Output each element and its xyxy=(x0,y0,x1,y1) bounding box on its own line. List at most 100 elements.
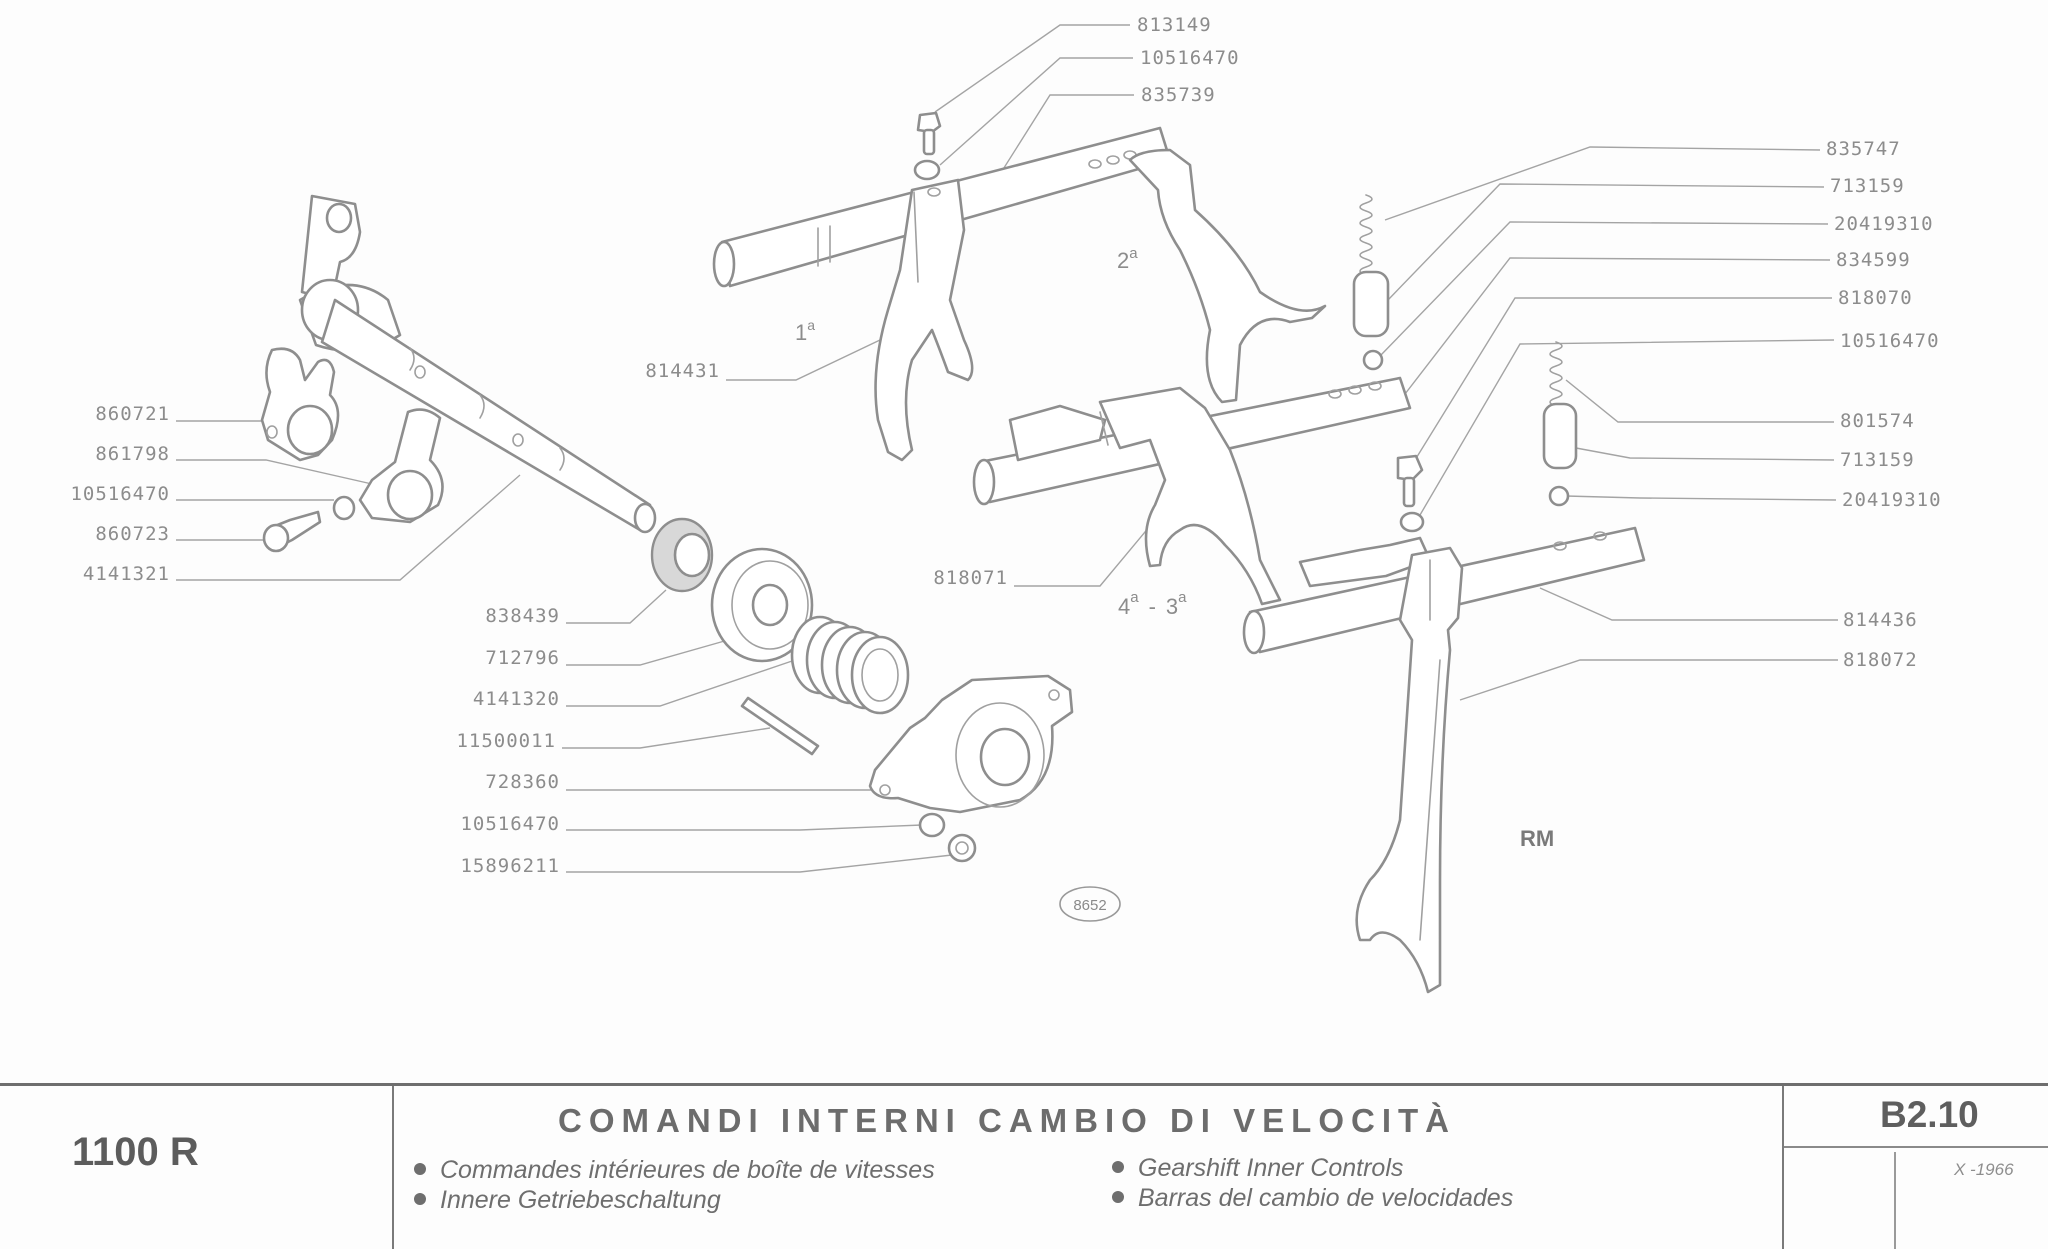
part-label: 813149 xyxy=(1137,14,1212,36)
part-label: 11500011 xyxy=(456,730,556,752)
part-label: 860721 xyxy=(95,403,170,425)
part-label: 10516470 xyxy=(1840,330,1940,352)
part-label: 834599 xyxy=(1836,249,1911,271)
divider xyxy=(1894,1152,1896,1249)
part-label: 814431 xyxy=(645,360,720,382)
gear-label-second: 2a xyxy=(1117,245,1138,273)
part-label: 713159 xyxy=(1840,449,1915,471)
subtitle-french: Commandes intérieures de boîte de vitess… xyxy=(414,1156,935,1185)
drawing-number: 8652 xyxy=(1073,897,1106,914)
subtitle-text: Gearshift Inner Controls xyxy=(1138,1154,1404,1182)
subtitle-spanish: Barras del cambio de velocidades xyxy=(1112,1184,1513,1213)
leader-line xyxy=(1539,587,1838,621)
bullet-icon xyxy=(1112,1191,1124,1204)
leader-line xyxy=(562,727,771,749)
leader-line xyxy=(1565,379,1834,423)
exploded-parts-diagram: 813149 10516470 835739 835747 713159 204… xyxy=(70,14,1942,994)
subtitle-text: Innere Getriebeschaltung xyxy=(440,1186,721,1214)
part-housing-728360 xyxy=(868,674,1074,814)
leader-line xyxy=(726,339,881,381)
part-washer-10516470-right xyxy=(1399,511,1425,533)
leader-line xyxy=(934,24,1130,113)
plate-code: B2.10 xyxy=(1880,1094,1979,1135)
bullet-icon xyxy=(414,1163,426,1176)
part-bolt-813149 xyxy=(916,111,942,156)
part-label: 801574 xyxy=(1840,410,1915,432)
leader-line xyxy=(566,659,796,707)
plate-date: X -1966 xyxy=(1954,1160,2014,1179)
part-stud-11500011 xyxy=(740,696,820,756)
divider xyxy=(1784,1146,2048,1148)
part-bolt-860723 xyxy=(262,510,322,553)
leader-line xyxy=(1459,659,1838,701)
model-name: 1100 R xyxy=(72,1130,199,1174)
part-spring-4141320 xyxy=(790,615,910,715)
part-fork-third-fourth-818071 xyxy=(1008,386,1282,606)
part-label: 860723 xyxy=(95,523,170,545)
part-fork-reverse-818072 xyxy=(1298,536,1464,994)
part-label: 4141321 xyxy=(83,563,170,585)
title-block: 1100 R COMANDI INTERNI CAMBIO DI VELOCIT… xyxy=(0,1083,2048,1249)
leader-line xyxy=(1404,257,1831,395)
title-cell: COMANDI INTERNI CAMBIO DI VELOCITÀ Comma… xyxy=(394,1086,1780,1249)
part-label: 835747 xyxy=(1826,138,1901,160)
part-label: 4141320 xyxy=(473,688,560,710)
part-label: 20419310 xyxy=(1842,489,1942,511)
part-fork-second-835747 xyxy=(1128,148,1327,404)
part-lever-860721 xyxy=(260,347,340,462)
leader-line xyxy=(1014,519,1156,587)
subtitle-text: Barras del cambio de velocidades xyxy=(1138,1184,1514,1212)
subtitle-text: Commandes intérieures de boîte de vitess… xyxy=(440,1156,935,1184)
part-spring-835747 xyxy=(1359,194,1373,284)
part-ball-20419310-lower xyxy=(1548,485,1570,507)
part-label: 20419310 xyxy=(1834,213,1934,235)
part-label: 15896211 xyxy=(460,855,560,877)
leader-line xyxy=(566,639,729,666)
part-label: 861798 xyxy=(95,443,170,465)
part-number-labels: 813149 10516470 835739 835747 713159 204… xyxy=(70,14,1942,877)
bullet-icon xyxy=(1112,1161,1124,1174)
subtitle-english: Gearshift Inner Controls xyxy=(1112,1154,1403,1183)
leader-line xyxy=(176,459,373,485)
part-label: 713159 xyxy=(1830,175,1905,197)
leader-line xyxy=(1387,183,1825,301)
bullet-icon xyxy=(414,1193,426,1206)
leader-line xyxy=(1384,146,1821,221)
part-washer-10516470-center xyxy=(918,812,946,838)
leader-line xyxy=(939,57,1133,166)
part-label: 10516470 xyxy=(460,813,560,835)
part-ball-20419310-upper xyxy=(1362,349,1384,371)
leader-line xyxy=(1565,495,1837,501)
leader-line xyxy=(1379,221,1829,357)
part-cup-712796 xyxy=(710,547,814,663)
part-washer-10516470-top xyxy=(913,159,941,181)
part-label: 728360 xyxy=(485,771,560,793)
leader-line xyxy=(176,474,521,581)
part-label: 818070 xyxy=(1838,287,1913,309)
gear-label-third-fourth: 4a-3a xyxy=(1118,589,1187,619)
part-nut-15896211 xyxy=(947,833,977,863)
part-label: 10516470 xyxy=(70,483,170,505)
part-label: 10516470 xyxy=(1140,47,1240,69)
part-label: 712796 xyxy=(485,647,560,669)
part-label: 814436 xyxy=(1843,609,1918,631)
leader-line xyxy=(566,854,953,873)
plate-title: COMANDI INTERNI CAMBIO DI VELOCITÀ xyxy=(558,1102,1456,1139)
part-lock-washer-10516470-left xyxy=(332,495,356,521)
part-label: 818071 xyxy=(933,567,1008,589)
gear-labels: 1a 2a 4a-3a RM xyxy=(795,245,1554,851)
part-label: 835739 xyxy=(1141,84,1216,106)
drawing-number-badge: 8652 xyxy=(1059,886,1121,922)
part-label: 818072 xyxy=(1843,649,1918,671)
part-lever-861798 xyxy=(358,408,444,524)
part-selector-shaft-4141321 xyxy=(298,194,657,534)
part-plunger-713159-lower xyxy=(1542,402,1578,470)
part-bolt-818070 xyxy=(1396,454,1424,508)
leader-lines xyxy=(176,24,1838,873)
leader-line xyxy=(1414,297,1832,461)
leader-line xyxy=(566,589,667,624)
model-cell: 1100 R xyxy=(0,1086,394,1249)
leader-line xyxy=(1419,339,1835,516)
gear-label-reverse: RM xyxy=(1520,826,1554,851)
leader-line xyxy=(566,824,923,831)
